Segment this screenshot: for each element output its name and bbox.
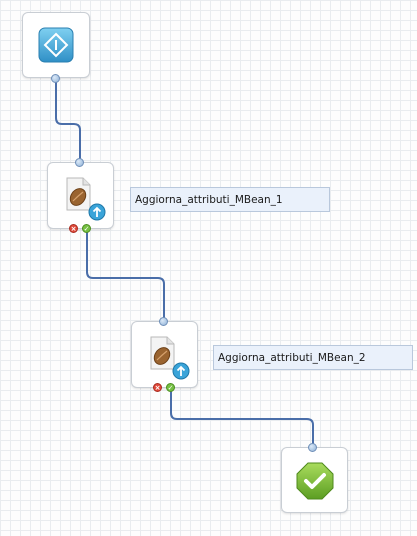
end-input-port[interactable] <box>308 443 317 452</box>
step1-name-label[interactable]: Aggiorna_attributi_MBean_1 <box>130 187 330 212</box>
step1-input-port[interactable] <box>75 158 84 167</box>
end-success-octagon-icon <box>296 462 334 500</box>
step2-name-label[interactable]: Aggiorna_attributi_MBean_2 <box>213 345 413 370</box>
java-bean-script-icon <box>66 177 91 211</box>
step-node-1[interactable] <box>47 162 114 229</box>
connector-step1-to-step2 <box>86 232 165 322</box>
step-node-2[interactable] <box>131 321 198 388</box>
start-node[interactable] <box>22 12 90 78</box>
step2-input-port[interactable] <box>159 317 168 326</box>
step1-ok-status-icon[interactable]: ✓ <box>82 224 91 233</box>
start-output-port[interactable] <box>51 74 60 83</box>
start-diamond-icon <box>38 27 74 63</box>
end-node[interactable] <box>281 447 348 513</box>
upload-arrow-icon <box>88 203 106 221</box>
java-bean-script-icon <box>150 336 175 370</box>
connector-step2-to-end <box>170 391 314 448</box>
upload-arrow-icon <box>172 362 190 380</box>
step1-error-status-icon[interactable]: × <box>69 224 78 233</box>
connector-start-to-step1 <box>55 80 81 163</box>
step2-error-status-icon[interactable]: × <box>153 383 162 392</box>
step2-ok-status-icon[interactable]: ✓ <box>166 383 175 392</box>
